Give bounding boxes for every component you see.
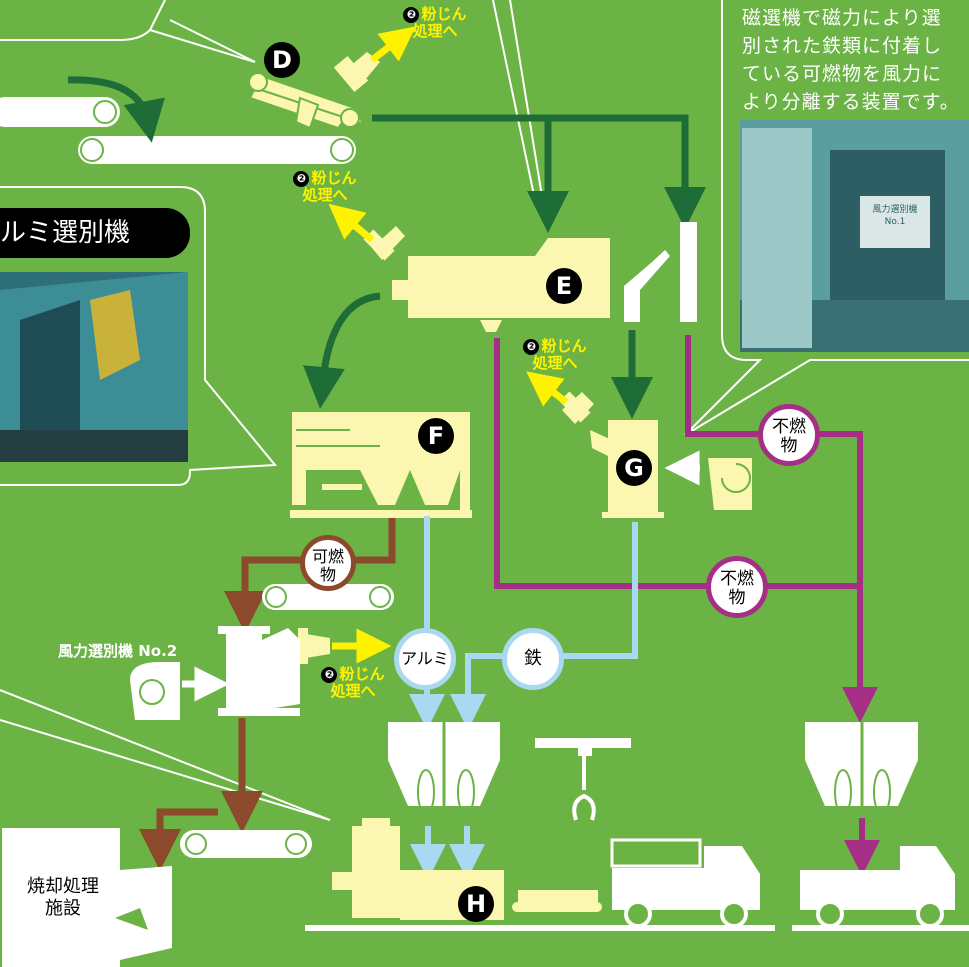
machine-f bbox=[290, 412, 472, 518]
aluminum-separator-title: ルミ選別機 bbox=[0, 208, 190, 258]
crane bbox=[535, 738, 631, 821]
truck-1 bbox=[610, 838, 760, 928]
photo-aluminum-separator bbox=[0, 272, 188, 462]
truck-2 bbox=[800, 846, 955, 928]
dust-num-icon: ❷ bbox=[523, 339, 540, 355]
callout-outlines bbox=[0, 0, 969, 821]
marker-d: D bbox=[264, 42, 300, 78]
hopper-h bbox=[388, 722, 500, 806]
dust-num-icon: ❷ bbox=[321, 667, 338, 683]
chute bbox=[624, 222, 697, 322]
marker-h: H bbox=[458, 886, 494, 922]
green-flows bbox=[302, 114, 706, 419]
conveyor-bottom bbox=[180, 830, 312, 858]
bales bbox=[512, 890, 602, 912]
panel-line-4: より分離する装置です。 bbox=[742, 91, 960, 113]
marker-g: G bbox=[616, 450, 652, 486]
dust-mid-line-1: 粉じん bbox=[541, 337, 587, 355]
air-separator-2 bbox=[218, 626, 300, 716]
machine-d bbox=[247, 70, 365, 130]
tag-aluminum: アルミ bbox=[394, 628, 456, 690]
panel-line-3: ている可燃物を風力に bbox=[742, 63, 943, 85]
tag-iron: 鉄 bbox=[502, 628, 564, 690]
dust-num-icon: ❷ bbox=[403, 7, 420, 23]
marker-f: F bbox=[418, 418, 454, 454]
air-separator-2-label: 風力選別機 No.2 bbox=[58, 642, 178, 660]
incinerator-label-line-2: 施設 bbox=[45, 898, 81, 919]
tag-noncombustible-lower: 不燃 物 bbox=[706, 556, 768, 618]
photo-plate-line-2: No.1 bbox=[884, 217, 906, 227]
incinerator-label-line-1: 焼却処理 bbox=[27, 876, 99, 897]
conveyor-top bbox=[0, 97, 356, 164]
dust-top-line-1: 粉じん bbox=[421, 5, 467, 23]
tag-noncomb-1-line-1: 不燃 bbox=[772, 417, 806, 437]
dust-num-icon: ❷ bbox=[293, 171, 310, 187]
conveyor-f bbox=[262, 584, 394, 610]
photo-plate: 風力選別機 No.1 bbox=[862, 204, 928, 228]
tag-noncomb-1-line-2: 物 bbox=[780, 436, 798, 456]
blower-g bbox=[708, 458, 752, 510]
tag-combustible: 可燃 物 bbox=[300, 535, 356, 591]
photo-air-separator-1 bbox=[740, 120, 969, 352]
dust-bottom-line-1: 粉じん bbox=[339, 665, 385, 683]
tag-combustible-line-1: 可燃 bbox=[311, 547, 344, 566]
incinerator-label: 焼却処理 施設 bbox=[14, 876, 112, 920]
hopper-right bbox=[805, 722, 918, 806]
marker-e: E bbox=[546, 268, 582, 304]
tag-noncombustible-upper: 不燃 物 bbox=[758, 404, 820, 466]
dust-fan-top bbox=[333, 52, 380, 93]
blower-2 bbox=[130, 662, 180, 720]
incinerator bbox=[2, 828, 172, 967]
dust-left-line-2: 処理へ bbox=[302, 186, 348, 204]
panel-line-2: 別された鉄類に付着し bbox=[742, 35, 943, 57]
dust-mid-line-2: 処理へ bbox=[532, 354, 578, 372]
tag-noncomb-2-line-1: 不燃 bbox=[720, 569, 754, 589]
photo-plate-line-1: 風力選別機 bbox=[872, 205, 918, 215]
magnetic-panel-text: 磁選機で磁力により選 別された鉄類に付着し ている可燃物を風力に より分離する装… bbox=[742, 4, 969, 116]
dust-left-line-1: 粉じん bbox=[311, 169, 357, 187]
panel-line-1: 磁選機で磁力により選 bbox=[742, 7, 942, 29]
dust-fan-left bbox=[363, 226, 405, 261]
dust-fan-bottom bbox=[298, 628, 330, 664]
dust-fan-mid bbox=[559, 391, 594, 424]
tag-combustible-line-2: 物 bbox=[319, 565, 336, 584]
dust-bottom-line-2: 処理へ bbox=[330, 682, 376, 700]
ground-lines bbox=[305, 925, 969, 931]
tag-noncomb-2-line-2: 物 bbox=[728, 588, 746, 608]
dust-top-line-2: 処理へ bbox=[412, 22, 458, 40]
